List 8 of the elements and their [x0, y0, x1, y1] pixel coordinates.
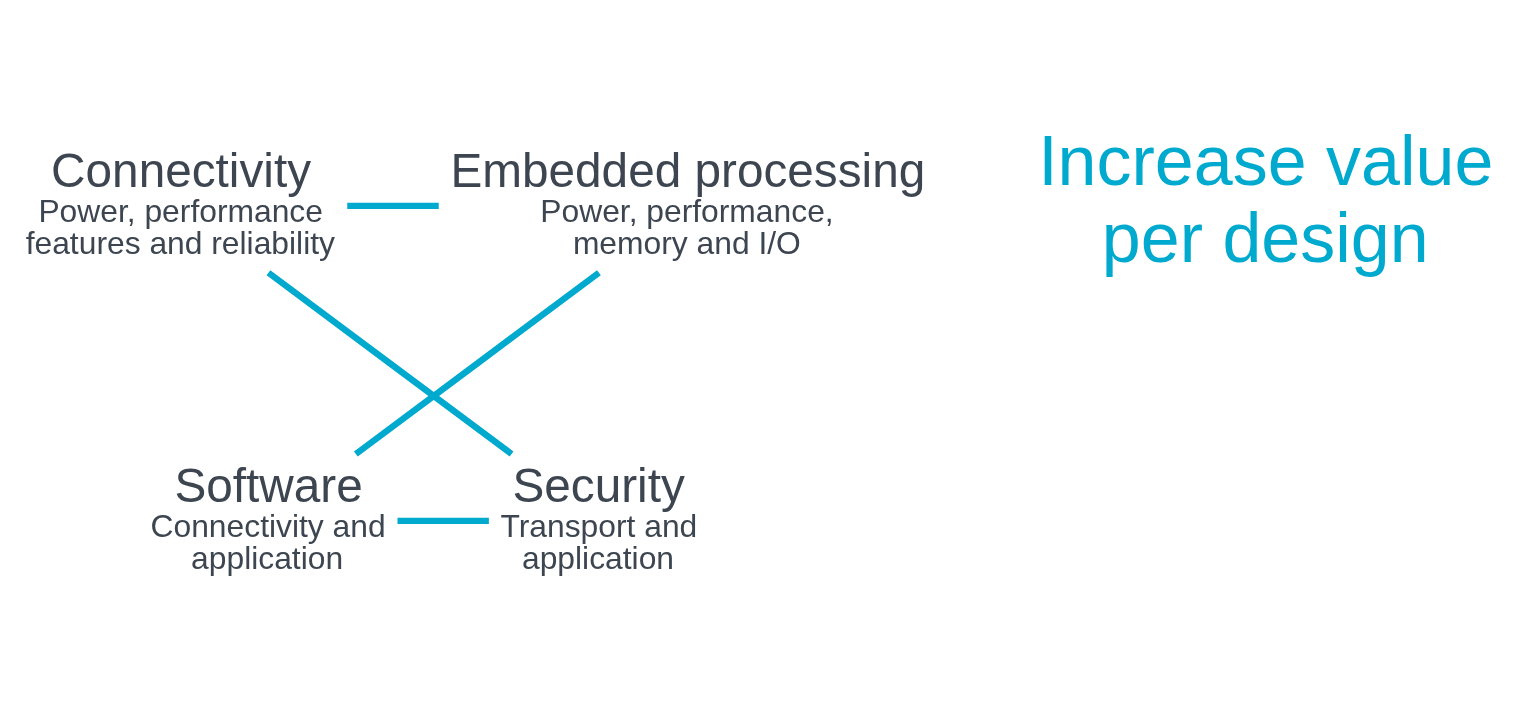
- node-text: Embedded processing Power, performance, memory and I/O: [450, 143, 926, 261]
- node-text: Security Transport and application: [500, 458, 698, 576]
- label: Increase value per design: [1038, 122, 1494, 277]
- node-text: Connectivity Power, performance features and reliability: [25, 143, 335, 261]
- connector: [353, 270, 601, 457]
- connector: [347, 202, 439, 210]
- node-text: Software Connectivity and application: [150, 458, 386, 576]
- connector: [266, 270, 514, 457]
